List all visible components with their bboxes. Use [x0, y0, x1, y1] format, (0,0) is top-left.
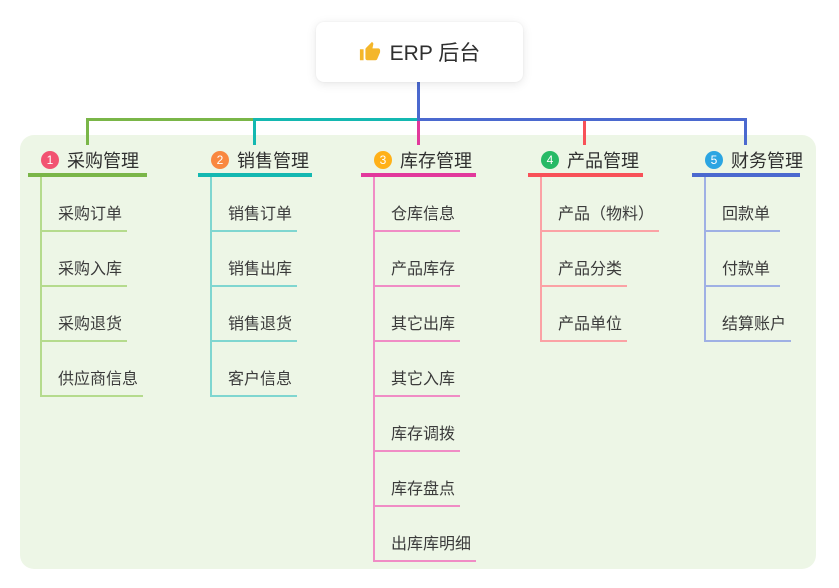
leaf-node[interactable]: 销售退货 [212, 287, 298, 342]
leaf-node[interactable]: 库存盘点 [375, 452, 461, 507]
leaf-node[interactable]: 供应商信息 [42, 342, 144, 397]
leaf-node[interactable]: 采购入库 [42, 232, 128, 287]
root-node-label: ERP 后台 [389, 42, 481, 65]
connector-root-stem [417, 82, 420, 120]
leaf-node[interactable]: 采购退货 [42, 287, 128, 342]
leaf-node[interactable]: 产品库存 [375, 232, 461, 287]
branch-header-sales[interactable]: 2 销售管理 [198, 147, 312, 177]
leaf-node[interactable]: 结算账户 [706, 287, 792, 342]
leaf-node[interactable]: 库存调拨 [375, 397, 461, 452]
branch-title: 库存管理 [400, 151, 472, 171]
connector-drop-finance [744, 118, 747, 145]
leaf-node[interactable]: 产品分类 [542, 232, 628, 287]
leaf-node[interactable]: 其它入库 [375, 342, 461, 397]
branch-children-product: 产品（物料） 产品分类 产品单位 [540, 177, 660, 342]
branch-number-badge: 3 [374, 151, 392, 169]
branch-number-badge: 2 [211, 151, 229, 169]
connector-drop-purchase [86, 118, 89, 145]
thumbs-up-icon [359, 41, 381, 63]
branch-number-badge: 1 [41, 151, 59, 169]
branch-children-purchase: 采购订单 采购入库 采购退货 供应商信息 [40, 177, 147, 397]
branch-title: 产品管理 [567, 151, 639, 171]
leaf-node[interactable]: 仓库信息 [375, 177, 461, 232]
leaf-node[interactable]: 销售出库 [212, 232, 298, 287]
branch-children-sales: 销售订单 销售出库 销售退货 客户信息 [210, 177, 312, 397]
leaf-node[interactable]: 采购订单 [42, 177, 128, 232]
branch-title: 销售管理 [237, 151, 309, 171]
branch-header-product[interactable]: 4 产品管理 [528, 147, 643, 177]
leaf-node[interactable]: 客户信息 [212, 342, 298, 397]
branch-header-finance[interactable]: 5 财务管理 [692, 147, 803, 177]
connector-bus-purchase [86, 118, 253, 121]
leaf-node[interactable]: 其它出库 [375, 287, 461, 342]
leaf-node[interactable]: 出库库明细 [375, 507, 477, 562]
leaf-node[interactable]: 付款单 [706, 232, 780, 287]
branch-children-inventory: 仓库信息 产品库存 其它出库 其它入库 库存调拨 库存盘点 出库库明细 [373, 177, 477, 562]
canvas-panel [20, 135, 816, 569]
branch-header-purchase[interactable]: 1 采购管理 [28, 147, 147, 177]
leaf-node[interactable]: 产品（物料） [542, 177, 660, 232]
branch-children-finance: 回款单 付款单 结算账户 [704, 177, 800, 342]
connector-drop-inventory [417, 121, 420, 145]
branch-finance: 5 财务管理 回款单 付款单 结算账户 [692, 147, 803, 342]
branch-purchase: 1 采购管理 采购订单 采购入库 采购退货 供应商信息 [28, 147, 147, 397]
branch-sales: 2 销售管理 销售订单 销售出库 销售退货 客户信息 [198, 147, 312, 397]
connector-drop-sales [253, 118, 256, 145]
branch-title: 财务管理 [731, 151, 803, 171]
connector-drop-product [583, 121, 586, 145]
branch-number-badge: 5 [705, 151, 723, 169]
branch-number-badge: 4 [541, 151, 559, 169]
root-node[interactable]: ERP 后台 [316, 22, 523, 82]
connector-bus-finance [417, 118, 747, 121]
branch-product: 4 产品管理 产品（物料） 产品分类 产品单位 [528, 147, 660, 342]
branch-header-inventory[interactable]: 3 库存管理 [361, 147, 476, 177]
leaf-node[interactable]: 回款单 [706, 177, 780, 232]
branch-inventory: 3 库存管理 仓库信息 产品库存 其它出库 其它入库 库存调拨 库存盘点 出库库… [361, 147, 477, 562]
leaf-node[interactable]: 销售订单 [212, 177, 298, 232]
connector-bus-sales [253, 118, 417, 121]
branch-title: 采购管理 [67, 151, 139, 171]
leaf-node[interactable]: 产品单位 [542, 287, 628, 342]
